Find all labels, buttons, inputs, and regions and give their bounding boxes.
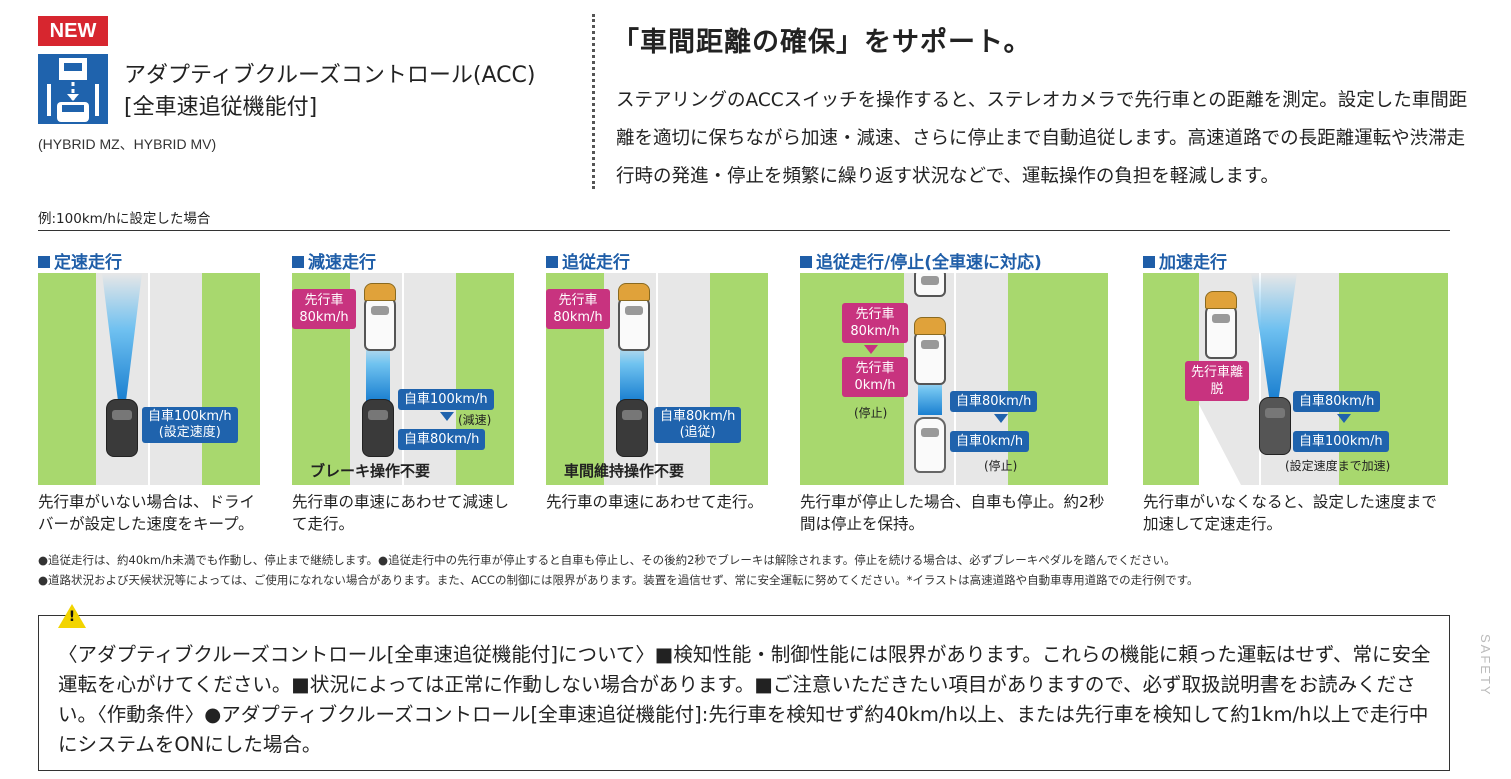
scenario-illustration-follow: 先行車80km/h 自車80km/h(追従) 車間維持操作不要 — [546, 273, 768, 485]
scenario-caption-accel: 先行車がいなくなると、設定した速度まで加速して定速走行。 — [1143, 493, 1437, 533]
scenario-caption-stop: 先行車が停止した場合、自車も停止。約2秒間は停止を保持。 — [800, 493, 1105, 533]
own-stop-note: (停止) — [984, 459, 1018, 473]
lead-speed-label: 先行車80km/h — [546, 289, 610, 329]
warning-mark: ! — [68, 609, 76, 625]
lead-speed-after: 先行車0km/h — [842, 357, 908, 397]
intro-body: ステアリングのACCスイッチを操作すると、ステレオカメラで先行車との距離を測定。… — [616, 90, 1468, 187]
own-speed-before: 自車80km/h — [1293, 391, 1381, 412]
grade-list: (HYBRID MZ、HYBRID MV) — [38, 136, 217, 152]
scenario-illustration-constant: 自車100km/h(設定速度) — [38, 273, 260, 485]
lead-speed-label: 先行車80km/h — [292, 289, 356, 329]
own-speed-after: 自車100km/h — [1293, 431, 1389, 452]
lead-speed-before: 先行車80km/h — [842, 303, 908, 343]
lead-stop-note: (停止) — [854, 406, 888, 420]
scenario-illustration-stop: 先行車80km/h 先行車0km/h (停止) 自車80km/h 自車0km/h… — [800, 273, 1108, 485]
side-label: SAFETY — [1478, 634, 1493, 697]
scenario-title-follow: 追従走行 — [546, 248, 630, 273]
own-speed-after: 自車80km/h — [398, 429, 486, 450]
warning-box — [38, 615, 1450, 771]
scenario-illustration-accel: 先行車離脱 自車80km/h 自車100km/h (設定速度まで加速) — [1143, 273, 1448, 485]
scenario-caption-constant: 先行車がいない場合は、ドライバーが設定した速度をキープ。 — [38, 493, 256, 533]
scenario-title-accel: 加速走行 — [1143, 248, 1227, 273]
scenario-illustration-decel: 先行車80km/h 自車100km/h (減速) 自車80km/h ブレーキ操作… — [292, 273, 514, 485]
gap-not-required: 車間維持操作不要 — [564, 462, 685, 480]
acc-title-line2: [全車速追従機能付] — [124, 95, 318, 120]
footnote-2: ●道路状況および天候状況等によっては、ご使用になれない場合があります。また、AC… — [38, 573, 1199, 587]
section-rule — [38, 230, 1450, 231]
own-speed-label: 自車80km/h(追従) — [654, 407, 742, 443]
new-badge: NEW — [38, 16, 108, 46]
example-label: 例:100km/hに設定した場合 — [38, 211, 211, 227]
acc-title-line1: アダプティブクルーズコントロール(ACC) — [124, 63, 536, 88]
lead-leave-label: 先行車離脱 — [1185, 361, 1249, 401]
intro-heading: 「車間距離の確保」をサポート。 — [612, 27, 1032, 58]
radar-car-icon — [38, 54, 108, 124]
accel-note: (設定速度まで加速) — [1285, 459, 1391, 473]
scenario-title-constant: 定速走行 — [38, 248, 122, 273]
own-speed-after: 自車0km/h — [950, 431, 1030, 452]
vertical-divider — [592, 14, 595, 189]
scenario-caption-follow: 先行車の車速にあわせて走行。 — [546, 493, 764, 511]
warning-text: 〈アダプティブクルーズコントロール[全車速追従機能付]について〉■検知性能・制御… — [58, 643, 1431, 756]
warning-triangle-icon — [58, 604, 86, 628]
scenario-caption-decel: 先行車の車速にあわせて減速して走行。 — [292, 493, 510, 533]
own-speed-before: 自車100km/h — [398, 389, 494, 410]
brake-not-required: ブレーキ操作不要 — [310, 462, 431, 480]
footnote-1: ●追従走行は、約40km/h未満でも作動し、停止まで継続します。●追従走行中の先… — [38, 553, 1176, 567]
own-speed-before: 自車80km/h — [950, 391, 1038, 412]
scenario-title-decel: 減速走行 — [292, 248, 376, 273]
acc-title: アダプティブクルーズコントロール(ACC) [全車速追従機能付] — [124, 60, 535, 124]
decel-note: (減速) — [458, 413, 492, 427]
scenario-title-stop: 追従走行/停止(全車速に対応) — [800, 248, 1042, 273]
own-speed-label: 自車100km/h(設定速度) — [142, 407, 238, 443]
